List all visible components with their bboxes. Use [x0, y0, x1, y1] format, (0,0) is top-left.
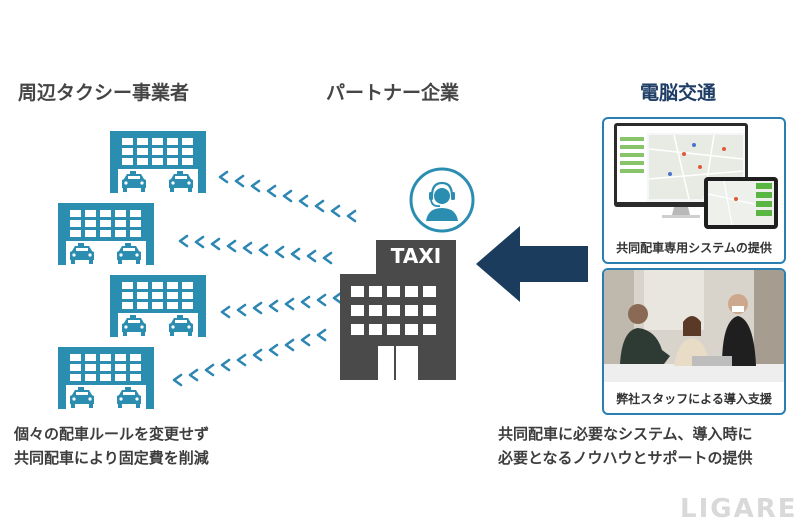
staff-support-label: 弊社スタッフによる導入支援	[616, 392, 772, 406]
system-provision-label: 共同配車専用システムの提供	[616, 241, 772, 255]
right-caption-line-2: 必要となるノウハウとサポートの提供	[498, 449, 753, 467]
system-provision-panel: 共同配車専用システムの提供	[602, 117, 786, 264]
heading-partner-taxi-operators: 周辺タクシー事業者	[18, 82, 190, 104]
partner-taxi-building-icon	[340, 240, 456, 380]
left-caption-line-1: 個々の配車ルールを変更せず	[14, 425, 210, 443]
dispatch-system-screens-image	[614, 123, 778, 229]
heading-dennou-kotsu: 電脳交通	[640, 82, 717, 104]
heading-partner-company: パートナー企業	[326, 82, 460, 104]
chevron-arrows-row-1	[218, 170, 357, 223]
taxi-building-3	[110, 275, 206, 337]
chevron-arrows-row-2	[178, 234, 333, 265]
chevron-arrows-row-3	[220, 291, 343, 319]
taxi-building-1	[110, 131, 206, 193]
operator-headset-icon	[409, 167, 475, 233]
provision-arrow	[476, 226, 588, 302]
left-caption-line-2: 共同配車により固定費を削減	[14, 449, 209, 467]
ligare-logo: LIGARE	[680, 494, 798, 524]
staff-support-panel: 弊社スタッフによる導入支援	[602, 268, 786, 415]
taxi-building-2	[58, 203, 154, 265]
taxi-sign-text: TAXI	[390, 244, 442, 268]
chevron-arrows-row-4	[172, 328, 327, 387]
right-caption: 共同配車に必要なシステム、導入時に 必要となるノウハウとサポートの提供	[498, 422, 753, 470]
staff-support-photo	[604, 270, 784, 382]
taxi-building-4	[58, 347, 154, 409]
right-caption-line-1: 共同配車に必要なシステム、導入時に	[498, 425, 753, 443]
left-caption: 個々の配車ルールを変更せず 共同配車により固定費を削減	[14, 422, 209, 470]
